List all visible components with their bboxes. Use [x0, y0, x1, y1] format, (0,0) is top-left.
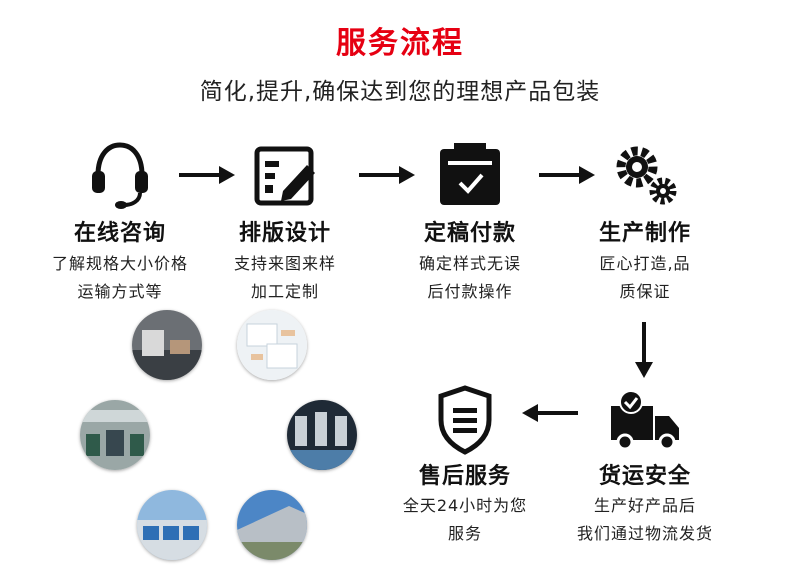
- step-title-production: 生产制作: [598, 221, 691, 246]
- clipboard-check-icon: [430, 135, 510, 215]
- arrow-down-icon: [634, 320, 654, 380]
- step-desc-line: 匠心打造,品: [599, 254, 691, 273]
- arrow-right-icon: [357, 165, 417, 185]
- step-desc-payment: 确定样式无误 后付款操作: [380, 250, 560, 306]
- meeting-photo: [132, 310, 202, 380]
- page-subtitle: 简化,提升,确保达到您的理想产品包装: [199, 79, 601, 105]
- step-after-sales: [390, 380, 540, 460]
- step-desc-after-sales: 全天24小时为您 服务: [375, 492, 555, 548]
- arrow-right-icon: [177, 165, 237, 185]
- step-title-design: 排版设计: [238, 221, 331, 246]
- step-desc-line: 质保证: [619, 282, 671, 301]
- delivery-truck-icon: [605, 380, 685, 460]
- step-desc-design: 支持来图来样 加工定制: [200, 250, 370, 306]
- headset-icon: [80, 135, 160, 215]
- step-desc-consult: 了解规格大小价格 运输方式等: [25, 250, 215, 306]
- page-title: 服务流程: [336, 26, 464, 61]
- factory-photo: [80, 400, 150, 470]
- design-photo: [237, 310, 307, 380]
- step-desc-shipping: 生产好产品后 我们通过物流发货: [545, 492, 745, 548]
- gears-icon: [605, 135, 685, 215]
- step-title-shipping: 货运安全: [598, 464, 691, 489]
- step-consult: [45, 135, 195, 215]
- step-title-consult: 在线咨询: [73, 221, 166, 246]
- step-desc-line: 服务: [447, 524, 482, 543]
- arrow-right-icon: [537, 165, 597, 185]
- step-production: [570, 135, 720, 215]
- step-desc-line: 确定样式无误: [418, 254, 521, 273]
- step-desc-line: 后付款操作: [427, 282, 513, 301]
- shield-icon: [425, 380, 505, 460]
- step-desc-production: 匠心打造,品 质保证: [565, 250, 725, 306]
- machine-photo: [287, 400, 357, 470]
- step-desc-line: 支持来图来样: [233, 254, 336, 273]
- logistics-photo: [137, 490, 207, 560]
- step-desc-line: 运输方式等: [77, 282, 163, 301]
- step-desc-line: 加工定制: [250, 282, 319, 301]
- step-shipping: [565, 380, 725, 460]
- warehouse-photo: [237, 490, 307, 560]
- step-title-payment: 定稿付款: [423, 221, 516, 246]
- step-desc-line: 全天24小时为您: [402, 496, 528, 515]
- arrow-left-icon: [520, 403, 580, 423]
- design-edit-icon: [245, 135, 325, 215]
- step-title-after-sales: 售后服务: [418, 464, 511, 489]
- step-payment: [395, 135, 545, 215]
- step-desc-line: 了解规格大小价格: [51, 254, 188, 273]
- step-desc-line: 生产好产品后: [593, 496, 696, 515]
- step-design: [210, 135, 360, 215]
- step-desc-line: 我们通过物流发货: [576, 524, 713, 543]
